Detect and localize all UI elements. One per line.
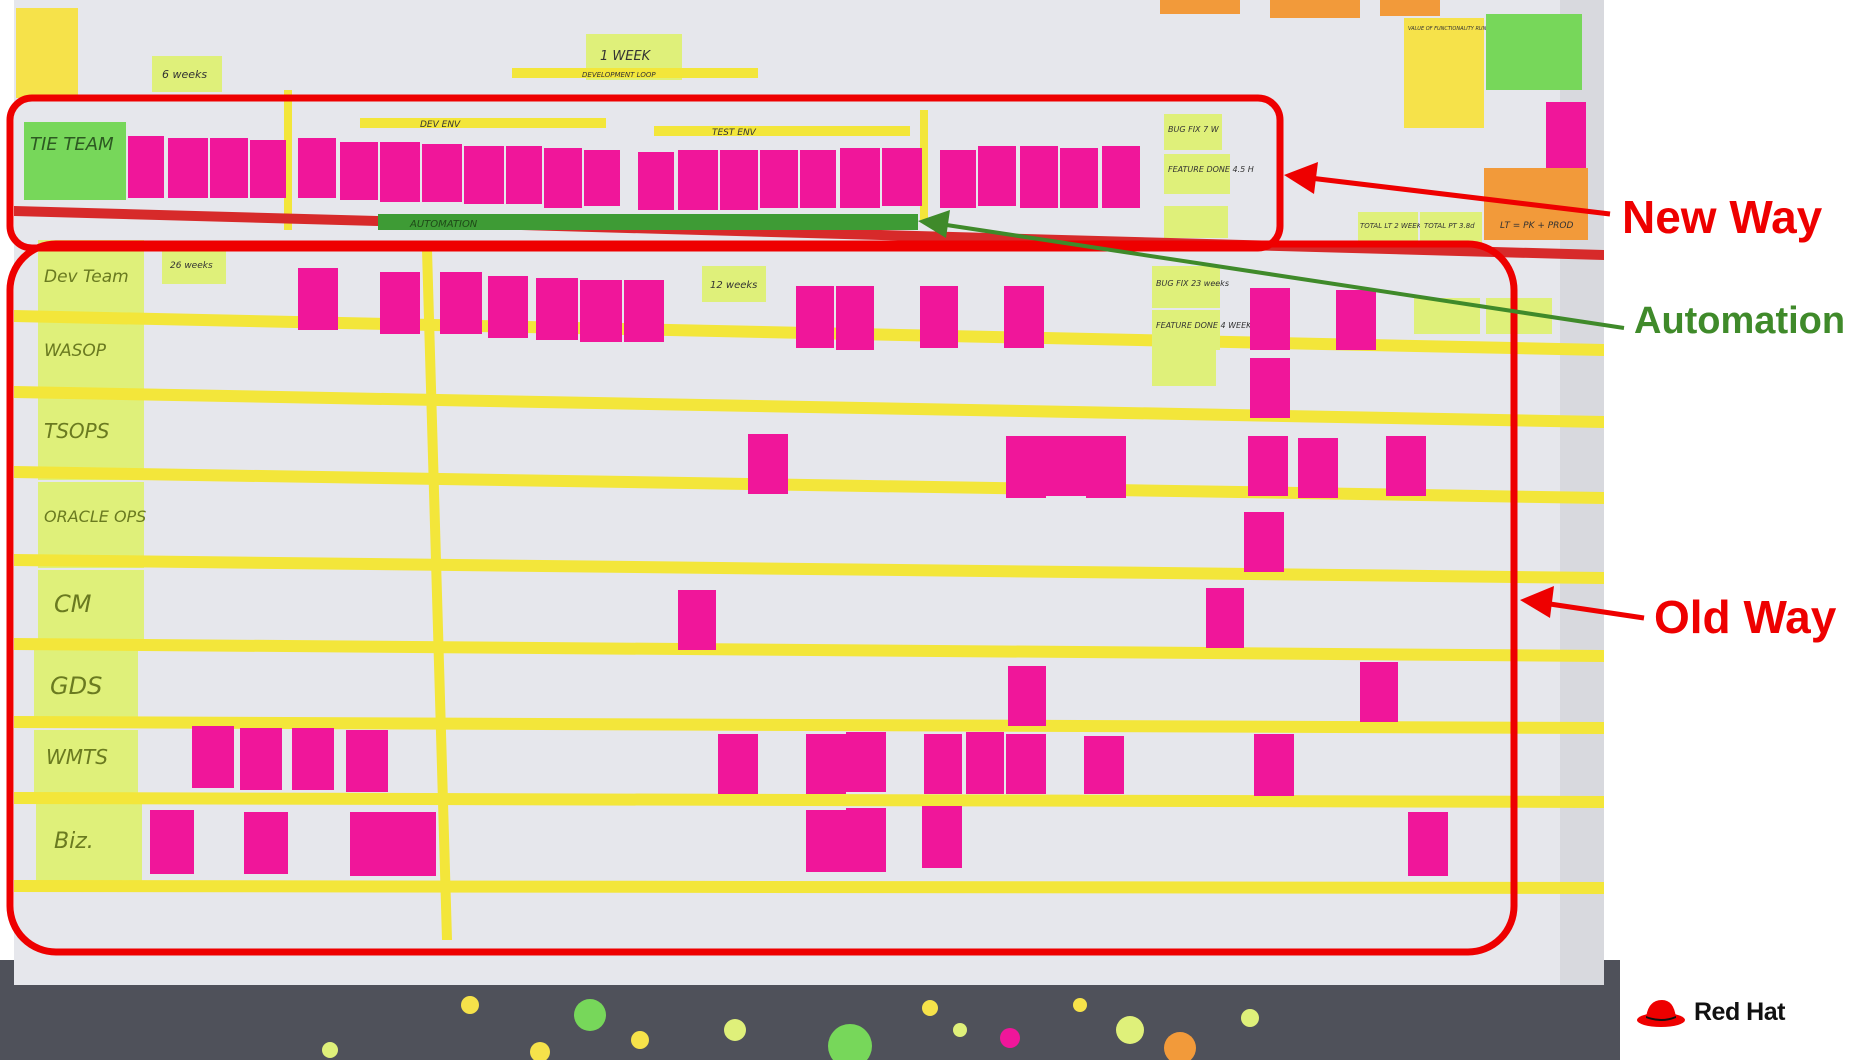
note-total-lt-old	[1420, 212, 1482, 246]
tape-tie-divider-1	[284, 90, 292, 230]
lane-label-notes	[34, 240, 144, 886]
tape-dev-loop	[512, 68, 758, 78]
tape-automation-label: AUTOMATION	[409, 219, 478, 230]
automation-arrow	[918, 210, 1625, 330]
red-hat-fedora-icon	[1637, 1000, 1685, 1027]
note-total-lt-old-text: TOTAL PT 3.8d	[1424, 222, 1475, 230]
tie-team-pink-notes	[128, 136, 1140, 210]
tape-tie-divider-2	[920, 110, 928, 220]
note-bridge-new	[1164, 206, 1228, 238]
note-six-weeks-label: 6 weeks	[162, 68, 207, 81]
note-bug-fix-new-text: BUG FIX 7 W	[1168, 125, 1220, 134]
note-feature-done-old-text: FEATURE DONE 4 WEEKS	[1156, 321, 1256, 330]
callout-automation: Automation	[1634, 300, 1846, 342]
note-bug-fix-old	[1152, 266, 1220, 308]
note-value	[1404, 18, 1484, 128]
note-bug-fix-new	[1164, 114, 1222, 150]
tape-test-env	[654, 126, 910, 136]
note-total-lt-new	[1358, 212, 1418, 246]
note-top-left	[16, 8, 78, 98]
lane-cm: CM	[54, 590, 92, 618]
note-orange-top-3	[1380, 0, 1440, 16]
old-way-pink-notes	[150, 268, 1448, 876]
note-green-top	[1486, 14, 1582, 90]
note-26-weeks	[162, 250, 226, 284]
callout-old-way: Old Way	[1654, 591, 1837, 643]
note-orange-top-2	[1270, 0, 1360, 18]
old-way-frame	[6, 240, 1518, 956]
lane-tsops: TSOPS	[44, 419, 110, 443]
note-feature-done-new	[1164, 154, 1230, 194]
lane-wmts: WMTS	[46, 745, 108, 769]
note-bug-fix-old-text: BUG FIX 23 weeks	[1156, 279, 1229, 288]
new-way-arrow	[1284, 162, 1611, 217]
tie-team-note	[24, 122, 126, 200]
note-one-week-label: 1 WEEK	[600, 49, 652, 64]
note-orange-lt-text: LT = PK + PROD	[1500, 221, 1574, 231]
note-orange-top	[1160, 0, 1240, 14]
note-bridge-old	[1152, 350, 1216, 386]
tape-dev-loop-label: DEVELOPMENT LOOP	[582, 71, 656, 79]
note-26-weeks-label: 26 weeks	[170, 261, 213, 271]
note-feature-done-new-text: FEATURE DONE 4.5 H	[1168, 165, 1254, 174]
red-hat-wordmark: Red Hat	[1694, 997, 1785, 1026]
note-12-weeks-label: 12 weeks	[710, 280, 757, 291]
lane-wasop: WASOP	[44, 341, 107, 361]
note-12-weeks	[702, 266, 766, 302]
floor-paper-scraps	[322, 996, 1259, 1060]
lane-dev-team: Dev Team	[44, 267, 129, 287]
tape-test-env-label: TEST ENV	[712, 128, 757, 138]
note-feature-done-old	[1152, 310, 1220, 350]
lane-oracle-ops: ORACLE OPS	[44, 507, 146, 526]
note-six-weeks	[152, 56, 222, 92]
tie-team-label: TIE TEAM	[30, 134, 114, 155]
old-way-arrow	[1520, 586, 1645, 621]
lane-gds: GDS	[50, 672, 102, 700]
tape-dev-env-label: DEV ENV	[420, 120, 461, 130]
tape-automation	[378, 214, 918, 230]
new-way-frame	[6, 94, 1284, 252]
callout-new-way: New Way	[1622, 191, 1823, 243]
lane-biz: Biz.	[54, 829, 94, 854]
red-hat-logo: Red Hat	[1636, 990, 1785, 1034]
note-pink-right	[1546, 102, 1586, 168]
tape-dev-env	[360, 118, 606, 128]
note-total-lt-new-text: TOTAL LT 2 WEEKS	[1360, 222, 1426, 230]
